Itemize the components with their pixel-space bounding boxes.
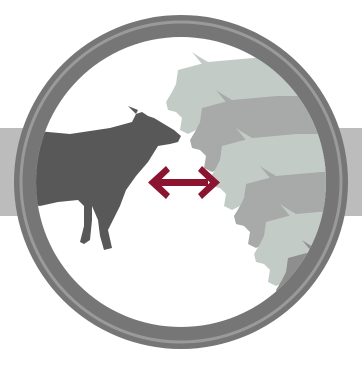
comparison-illustration xyxy=(0,0,362,365)
